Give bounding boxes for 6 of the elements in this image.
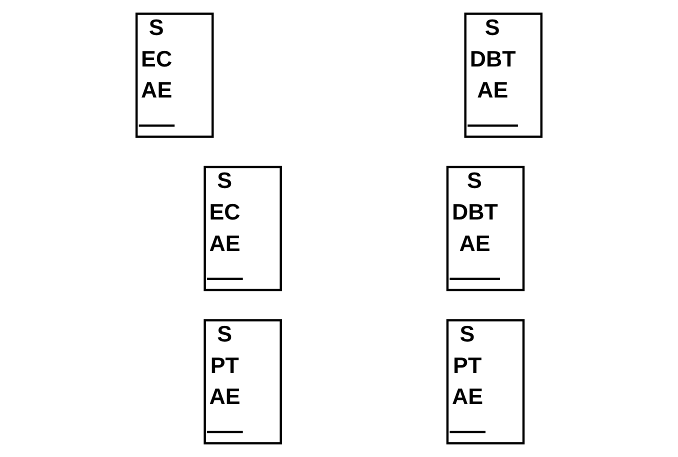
node-box: S PT AE [204, 319, 282, 444]
node-box: S EC AE [204, 166, 282, 292]
node-box: S EC AE [135, 12, 214, 138]
node-box: S PT AE [446, 319, 525, 444]
node-box: S DBT AE [446, 166, 525, 292]
node-box: S DBT AE [464, 12, 543, 138]
